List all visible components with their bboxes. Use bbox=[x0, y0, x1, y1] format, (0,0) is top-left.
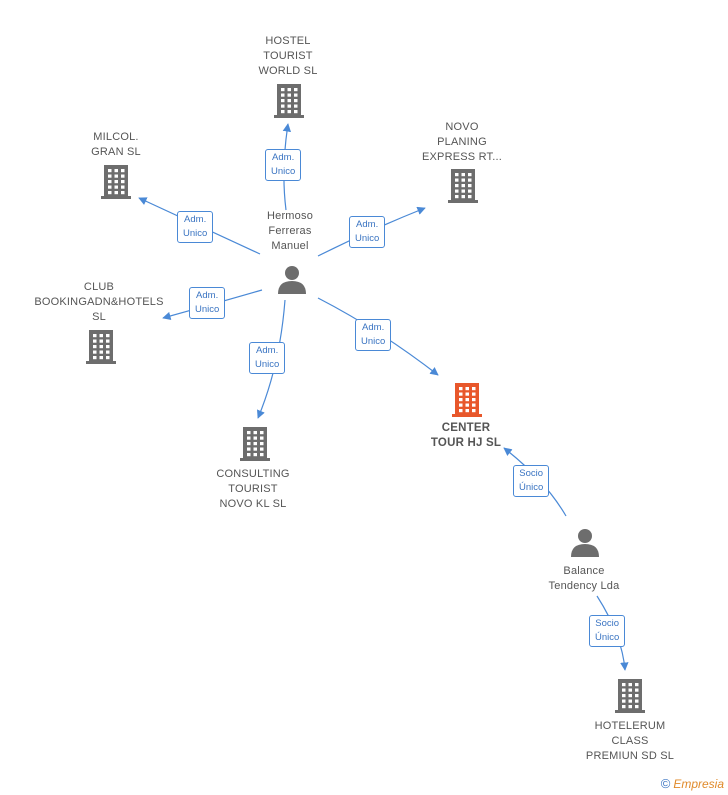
node-label-milcol[interactable]: MILCOL. GRAN SL bbox=[91, 131, 141, 158]
building-icon-hotelerum[interactable] bbox=[615, 679, 645, 713]
node-label-club[interactable]: CLUB BOOKINGADN&HOTELS SL bbox=[34, 281, 164, 323]
node-label-balance[interactable]: Balance Tendency Lda bbox=[548, 565, 620, 592]
edge-label-balance-center: Socio Único bbox=[513, 465, 550, 497]
node-label-hotelerum[interactable]: HOTELERUM CLASS PREMIUN SD SL bbox=[585, 720, 675, 762]
building-icon-milcol[interactable] bbox=[101, 165, 131, 199]
brand-name: Empresia bbox=[673, 776, 724, 791]
edge-label-hermoso-milcol: Adm. Unico bbox=[177, 211, 214, 243]
person-icon-balance[interactable] bbox=[571, 529, 599, 557]
building-icon-center[interactable] bbox=[452, 383, 482, 417]
edge-label-hermoso-consulting: Adm. Unico bbox=[249, 342, 286, 374]
person-icon-hermoso[interactable] bbox=[278, 266, 306, 294]
edge-label-balance-hotelerum: Socio Único bbox=[589, 615, 626, 647]
node-label-consulting[interactable]: CONSULTING TOURIST NOVO KL SL bbox=[216, 468, 290, 510]
node-label-novo-planing[interactable]: NOVO PLANING EXPRESS RT... bbox=[421, 121, 503, 163]
building-icon-club[interactable] bbox=[86, 330, 116, 364]
empresia-watermark: © Empresia bbox=[661, 776, 724, 791]
edge-label-hermoso-hostel: Adm. Unico bbox=[265, 149, 302, 181]
edge-label-hermoso-club: Adm. Unico bbox=[189, 287, 226, 319]
building-icon-novo-planing[interactable] bbox=[448, 169, 478, 203]
node-label-hermoso[interactable]: Hermoso Ferreras Manuel bbox=[266, 210, 314, 252]
edge-label-hermoso-novo-planing: Adm. Unico bbox=[349, 216, 386, 248]
building-icon-consulting[interactable] bbox=[240, 427, 270, 461]
node-label-center[interactable]: CENTER TOUR HJ SL bbox=[430, 422, 502, 449]
building-icon-hostel[interactable] bbox=[274, 84, 304, 118]
edge-label-hermoso-center: Adm. Unico bbox=[355, 319, 392, 351]
node-label-hostel[interactable]: HOSTEL TOURIST WORLD SL bbox=[258, 35, 318, 77]
copyright-icon: © bbox=[660, 776, 671, 791]
